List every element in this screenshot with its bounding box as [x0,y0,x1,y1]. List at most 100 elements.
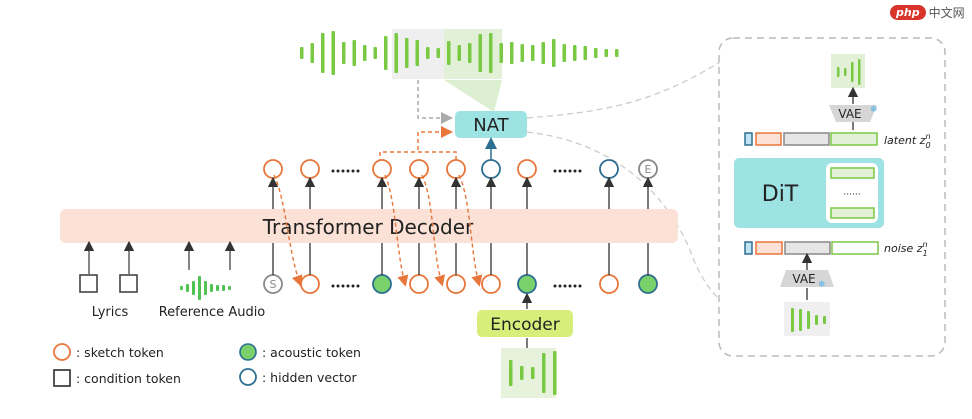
dit-layer-top [830,167,875,179]
sketch-bracket [379,151,457,163]
sketch-token [263,159,283,179]
transformer-decoder[interactable]: Transformer Decoder [60,209,678,243]
waveform-zoom-funnel [444,80,502,112]
waveform-bar [858,59,861,85]
waveform-bar [310,43,314,63]
vae-encoder-bottom[interactable]: VAE ❄ [780,270,834,290]
waveform-bar [489,33,493,73]
ellipsis-dot [578,169,582,173]
waveform-bar [363,45,367,61]
waveform-bars [300,31,619,75]
waveform-bar [615,49,619,57]
waveform-bar [552,39,556,67]
lyrics-label: Lyrics [92,305,129,320]
waveform-bar [815,315,818,325]
waveform-bar [823,316,826,324]
waveform-bar [468,43,472,63]
start-token-label: S [270,278,277,291]
ellipsis-dot [346,284,350,288]
reference-audio-waveform [180,276,231,300]
ellipsis-dot [351,284,355,288]
waveform-bar [478,34,482,72]
waveform-bar [180,286,183,290]
token-rows: ES [263,159,658,294]
dit-label: DiT [762,182,799,207]
waveform-bar [791,308,794,332]
waveform-bar [573,45,577,61]
hidden-vector [481,159,501,179]
reference-audio-label: Reference Audio [159,305,266,320]
watermark: php 中文网 [890,4,965,21]
encoder-input-waveform [501,348,557,398]
dit-layer-bottom [830,207,875,219]
dit-panel-frame [718,37,946,357]
ellipsis-dot [356,169,360,173]
waveform-bar [583,46,587,60]
sketch-token [517,159,537,179]
dit-ellipsis: ······ [843,190,860,200]
ellipsis-dot [346,169,350,173]
waveform-bar [210,284,213,292]
waveform-bar [222,285,225,291]
ellipsis-dot [573,284,577,288]
waveform-bar [342,42,346,64]
waveform-bar [216,285,219,291]
ellipsis-dot [563,284,567,288]
encoder-block[interactable]: Encoder [477,310,573,337]
snowflake-icon: ❄ [870,105,878,115]
vae-decoder-top[interactable]: VAE ❄ [829,105,878,122]
encoder-label: Encoder [490,315,560,335]
ellipsis-dot [331,284,335,288]
waveform-bar [541,42,545,64]
watermark-badge: php [890,5,926,20]
ellipsis-dot [578,284,582,288]
waveform-bar [436,48,440,58]
waveform-bar [499,43,503,63]
waveform-bar [553,351,557,395]
waveform-highlight-gray [392,29,450,79]
waveform-bar [457,45,461,61]
legend-acoustic-label: : acoustic token [262,345,361,360]
waveform-bar [228,286,231,290]
ellipsis-dot [341,284,345,288]
legend-hidden-icon [239,368,257,386]
ellipsis-dot [351,169,355,173]
acoustic-token [517,274,537,294]
gray-dashed-arrow [417,80,453,124]
ellipsis-dot [336,284,340,288]
legend-acoustic-icon [239,343,257,361]
nat-block[interactable]: NAT [455,111,527,138]
end-token-label: E [645,163,652,176]
lyrics-token-1 [79,274,98,293]
lyrics-token-2 [119,274,138,293]
waveform-bar [373,47,377,59]
waveform-bar [844,68,847,76]
waveform-bar [562,44,566,62]
decoder-label: Transformer Decoder [262,215,474,239]
acoustic-token [638,274,658,294]
top-waveform [300,29,619,112]
dit-block[interactable]: DiT ······ [734,158,884,228]
waveform-bar [531,367,535,379]
waveform-bar [204,281,207,295]
nat-to-panel-connector [526,61,721,119]
waveform-bar [520,366,524,380]
acoustic-token [372,274,392,294]
waveform-highlight-green [444,29,502,79]
ellipsis-dot [558,284,562,288]
latent-bar [744,132,878,146]
sketch-feedback-arrows [273,174,483,287]
waveform-bar [384,36,388,70]
vae-top-label: VAE [838,107,861,121]
waveform-bar [807,311,810,329]
waveform-bar [300,47,304,59]
legend-condition-label: : condition token [76,371,181,386]
legend-hidden-label: : hidden vector [262,370,358,385]
ellipsis-dot [341,169,345,173]
legend-sketch-label: : sketch token [76,345,164,360]
sketch-token [599,274,619,294]
waveform-bar [542,353,546,393]
waveform-bar [426,47,430,59]
